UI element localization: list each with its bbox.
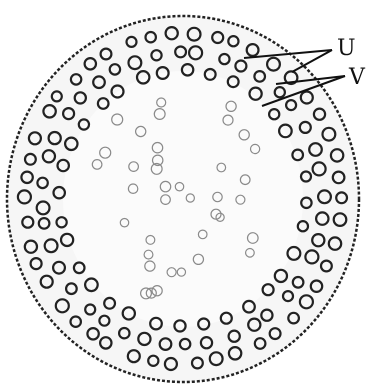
cell-interior (63, 71, 303, 327)
label-v: V (348, 65, 366, 90)
label-u: U (337, 36, 356, 61)
